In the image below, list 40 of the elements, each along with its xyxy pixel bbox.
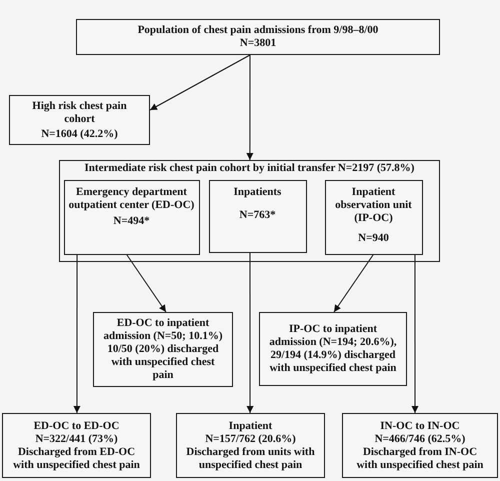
process-box [324, 180, 422, 254]
node-text: ED-OC to inpatient admission (N=50; 10.1%) 10/50 (20%) discharged with unspecified chest pain [102, 317, 224, 382]
node-title: High risk chest pain cohort [31, 100, 128, 126]
node-text: N=466/746 (62.5%) [374, 432, 466, 446]
process-box [208, 180, 306, 252]
node-title: Inpatient [228, 420, 272, 432]
arrow [73, 254, 80, 414]
arrow [150, 54, 250, 110]
node-text: N=1604 (42.2%) [41, 128, 118, 140]
node-title: IN-OC to IN-OC [380, 420, 460, 432]
node-text: N=940 [358, 232, 389, 244]
arrow [246, 252, 254, 414]
node-title: Emergency department outpatient center (ED-OC) [68, 186, 196, 212]
node-title: Inpatient observation unit (IP-OC) [334, 186, 413, 224]
process-box [93, 312, 233, 387]
node-text: N=157/762 (20.6%) [205, 432, 296, 446]
arrow [334, 254, 374, 312]
arrow [246, 54, 254, 160]
node-text: Discharged from ED-OC with unspecified chest pain [12, 446, 141, 472]
node-title: ED-OC to ED-OC [34, 420, 120, 432]
node-text: N=494* [113, 214, 150, 228]
node-text: Discharged from units with unspecified chest pain [185, 446, 316, 472]
process-box [259, 312, 407, 386]
arrow [412, 254, 418, 414]
process-box [64, 180, 200, 254]
node-text: N=763* [239, 208, 276, 222]
node-text: N=3801 [240, 37, 276, 50]
group-frame [59, 160, 440, 262]
node-text: Intermediate risk chest pain cohort by initial transfer N=2197 (57.8%) [84, 162, 414, 175]
process-box [176, 413, 325, 478]
process-box [9, 95, 150, 145]
node-text: N=322/441 (73%) [35, 432, 118, 446]
process-box [342, 413, 498, 478]
process-box [76, 19, 440, 55]
arrow [126, 254, 166, 312]
node-title: Population of chest pain admissions from 9/98–8/00 [138, 24, 378, 37]
node-text: IP-OC to inpatient admission (N=194; 20.6%), 29/194 (14.9%) discharged with unspecified chest pain [268, 323, 398, 375]
process-box [2, 413, 151, 478]
node-text: Discharged from IN-OC with unspecified chest pain [356, 446, 484, 472]
node-title: Inpatients [234, 186, 282, 198]
